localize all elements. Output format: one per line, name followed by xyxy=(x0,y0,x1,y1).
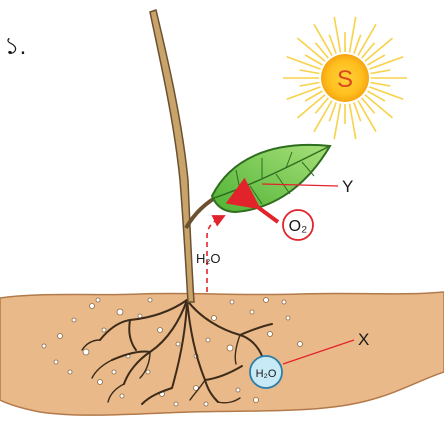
soil-particle xyxy=(254,398,259,403)
oxygen-label: O₂ xyxy=(289,218,308,235)
soil-particle xyxy=(158,328,163,333)
sun-ray xyxy=(354,102,361,121)
soil-particle xyxy=(268,332,273,337)
oxygen-icon: O₂ xyxy=(283,210,313,240)
leaf-label: Y xyxy=(342,177,353,196)
soil-particle xyxy=(117,309,123,315)
soil-particle xyxy=(174,402,178,406)
soil-particle xyxy=(227,345,233,351)
sun-ray xyxy=(329,35,336,54)
soil-particle xyxy=(286,316,290,320)
soil-particle xyxy=(148,298,152,302)
soil-particle xyxy=(236,388,240,392)
soil-particle xyxy=(264,298,269,303)
leaf-icon xyxy=(212,145,330,212)
soil-particle xyxy=(138,314,142,318)
soil-particle xyxy=(146,370,150,374)
sun-ray xyxy=(334,104,340,139)
sun-ray xyxy=(354,35,361,54)
soil-particle xyxy=(206,338,210,342)
soil-particle xyxy=(54,360,58,364)
soil-particle xyxy=(98,380,103,385)
soil-particle xyxy=(176,342,180,346)
sun-ray xyxy=(350,17,356,52)
sun-ray xyxy=(300,83,320,86)
sun-ray xyxy=(371,83,391,86)
sun-ray xyxy=(287,57,321,69)
sun-ray xyxy=(369,57,403,69)
soil-particle xyxy=(230,300,234,304)
sun-ray xyxy=(329,102,336,121)
stem xyxy=(150,10,194,302)
soil-particle xyxy=(90,304,95,309)
soil-particle xyxy=(42,344,46,348)
soil-particle xyxy=(282,300,286,304)
soil-particle xyxy=(250,310,254,314)
soil-particle xyxy=(120,394,124,398)
root-water-label: X xyxy=(358,330,369,349)
sun-ray xyxy=(371,70,391,73)
soil xyxy=(0,292,444,415)
stem-water-label: H₂O xyxy=(196,251,221,266)
sun-ray xyxy=(300,70,320,73)
soil-particle xyxy=(102,328,106,332)
water-bubble-label: H₂O xyxy=(256,368,277,380)
sun-label: S xyxy=(337,66,353,93)
soil-particle xyxy=(298,342,303,347)
sun-ray xyxy=(287,87,321,99)
sun-ray xyxy=(334,17,340,52)
sun-ray xyxy=(369,87,403,99)
soil-particle xyxy=(212,316,217,321)
question-number: ১. xyxy=(4,33,26,60)
soil-particle xyxy=(96,298,100,302)
soil-particle xyxy=(204,402,208,406)
water-drop-icon: H₂O xyxy=(250,356,282,388)
sun-ray xyxy=(350,104,356,139)
soil-particle xyxy=(83,349,89,355)
soil-particle xyxy=(72,318,76,322)
soil-particle xyxy=(58,334,63,339)
soil-particle xyxy=(112,370,116,374)
soil-particle xyxy=(68,370,72,374)
